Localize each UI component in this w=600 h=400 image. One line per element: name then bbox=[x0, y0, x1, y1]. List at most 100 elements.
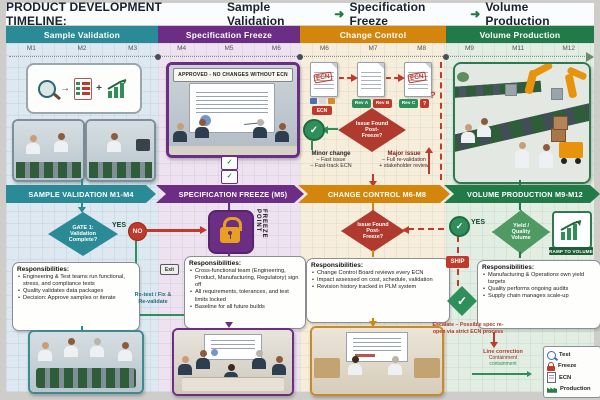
responsibilities-bubble-freeze: Responsibilities: Cross-functional team … bbox=[184, 256, 306, 329]
ship-tag: SHIP bbox=[446, 256, 469, 268]
line-correction-line: containment bbox=[489, 361, 517, 367]
magnifier-icon bbox=[547, 350, 559, 361]
component-cube-icon bbox=[551, 88, 563, 100]
responsibility-item: Cross-functional team (Engineering, Prod… bbox=[189, 268, 301, 289]
flow-line bbox=[372, 203, 374, 210]
checklist-icon bbox=[74, 77, 93, 100]
minor-change-line: – Fast-track ECN bbox=[310, 163, 352, 169]
oscilloscope-icon bbox=[136, 139, 150, 151]
responsibility-item: Quality validates data packages bbox=[17, 288, 135, 295]
month-labels: M9 M11 M12 bbox=[446, 43, 594, 52]
arrow-right-icon: → bbox=[60, 83, 71, 94]
chip-icon bbox=[328, 98, 335, 104]
forklift-icon bbox=[559, 142, 583, 158]
flow-line bbox=[519, 180, 521, 185]
arrowhead-right-icon bbox=[351, 74, 358, 82]
dashed-flow-line bbox=[493, 332, 495, 343]
responsibility-item: Revision history tracked in PLM system bbox=[311, 284, 445, 291]
lock-icon bbox=[223, 217, 242, 231]
validation-icons-box: → + bbox=[26, 63, 142, 114]
month-label: M8 bbox=[417, 45, 427, 52]
robot-arm-icon bbox=[530, 64, 554, 78]
month-label: M4 bbox=[177, 45, 187, 52]
flow-line bbox=[81, 179, 83, 185]
diamond-label: Issue Found Post-Freeze? bbox=[355, 121, 389, 139]
arrow-down-icon bbox=[78, 207, 86, 213]
line-correction-note: Line correction Containment containment bbox=[468, 349, 538, 367]
phase-header-change-control: Change Control bbox=[300, 26, 446, 43]
growth-chart-icon bbox=[560, 220, 582, 240]
legend-label: Freeze bbox=[558, 363, 577, 370]
banner-specification-freeze: SPECIFICATION FREEZE (M5) bbox=[156, 185, 304, 203]
flow-line bbox=[372, 174, 374, 184]
month-label: M3 bbox=[128, 45, 138, 52]
ecn-tag: ECN bbox=[312, 106, 332, 115]
responsibility-item: Change Control Board reviews every ECN bbox=[311, 270, 445, 277]
arrow-right-icon: ➜ bbox=[334, 7, 345, 21]
ecn-document-icon: ECN bbox=[310, 62, 338, 97]
question-tag: ? bbox=[420, 99, 429, 108]
arrow-up-icon bbox=[425, 147, 433, 153]
diamond-label: Issue Found Post-Freeze? bbox=[357, 222, 389, 240]
arrowhead-right-icon bbox=[200, 226, 207, 234]
legend-item-freeze: Freeze bbox=[547, 361, 597, 371]
validation-review-photo bbox=[28, 330, 144, 394]
title-prefix: PRODUCT DEVELOPMENT TIMELINE: bbox=[6, 0, 162, 28]
responsibilities-title: Responsibilities: bbox=[482, 264, 535, 271]
flow-line bbox=[519, 252, 521, 258]
phase-label: Specification Freeze bbox=[185, 29, 273, 40]
dashed-flow-line bbox=[386, 77, 399, 79]
flow-line bbox=[372, 250, 374, 257]
arrowhead-right-icon bbox=[398, 74, 405, 82]
factory-line-illustration bbox=[453, 62, 591, 184]
flow-line bbox=[81, 203, 83, 208]
responsibility-item: Supply chain manages scale-up bbox=[482, 293, 596, 300]
responsibility-item: Manufacturing & Operations own yield tar… bbox=[482, 272, 596, 286]
containment-loop-line bbox=[472, 373, 528, 375]
responsibilities-title: Responsibilities: bbox=[189, 260, 242, 267]
timeline-milestone-dot bbox=[443, 54, 449, 60]
major-issue-line: + stakeholder review bbox=[379, 163, 429, 169]
responsibilities-bubble-validation: Responsibilities: Engineering & Test tea… bbox=[12, 262, 140, 331]
approval-seal-icon bbox=[200, 115, 211, 126]
title-step-1: Sample Validation bbox=[226, 0, 285, 28]
responsibilities-title: Responsibilities: bbox=[311, 262, 364, 269]
minor-change-note: Minor change – Fast issue – Fast-track E… bbox=[300, 151, 362, 169]
month-labels: M4 M5 M6 bbox=[158, 43, 300, 52]
flow-line bbox=[328, 128, 338, 130]
arrow-down-icon bbox=[225, 322, 233, 328]
phase-label: Change Control bbox=[339, 29, 407, 40]
arrowhead-right-icon bbox=[527, 371, 532, 377]
freeze-lock-box bbox=[208, 210, 254, 254]
month-label: M9 bbox=[465, 45, 475, 52]
flow-line bbox=[311, 141, 313, 150]
plus-icon: + bbox=[96, 83, 102, 94]
line-correction-line: Containment bbox=[488, 355, 518, 361]
month-label: M5 bbox=[224, 45, 234, 52]
chip-icon bbox=[319, 98, 326, 104]
dashed-flow-line bbox=[339, 77, 352, 79]
banner-label: SPECIFICATION FREEZE (M5) bbox=[178, 189, 288, 199]
page-title: PRODUCT DEVELOPMENT TIMELINE: Sample Val… bbox=[6, 0, 594, 28]
change-board-room-photo bbox=[310, 326, 444, 396]
flow-line bbox=[228, 250, 230, 256]
timeline-end-arrow-icon bbox=[586, 52, 594, 62]
major-issue-line: – Full re-validation bbox=[381, 157, 427, 163]
lab-testing-photo-1 bbox=[12, 119, 85, 182]
month-label: M1 bbox=[26, 45, 36, 52]
plant-icon bbox=[457, 72, 469, 82]
ramp-chart-box bbox=[552, 211, 592, 249]
diamond-label: Yield / Quality Volume bbox=[511, 223, 531, 241]
escalation-dashed-line bbox=[440, 62, 442, 180]
legend-label: Test bbox=[559, 352, 571, 359]
ramp-to-volume-tag: RAMP TO VOLUME bbox=[549, 247, 593, 255]
responsibility-item: Engineering & Test teams run functional,… bbox=[17, 274, 135, 288]
month-label: M2 bbox=[77, 45, 87, 52]
phase-label: Sample Validation bbox=[43, 29, 121, 40]
exit-tag: Exit bbox=[160, 264, 179, 275]
lock-icon bbox=[547, 361, 555, 371]
yes-label: YES bbox=[471, 219, 486, 226]
timeline-milestone-dot bbox=[297, 54, 303, 60]
phase-header-specification-freeze: Specification Freeze bbox=[158, 26, 300, 43]
